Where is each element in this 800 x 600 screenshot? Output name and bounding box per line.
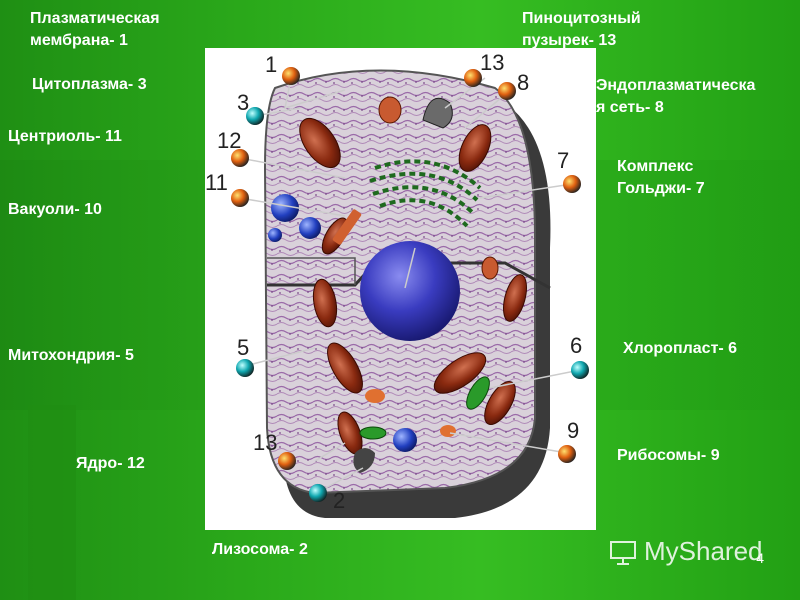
svg-text:9: 9	[567, 418, 579, 443]
marker-5: 5	[236, 335, 254, 377]
background-strip	[28, 405, 76, 600]
nucleus-shape	[360, 241, 460, 341]
chloroplast-shape	[359, 426, 387, 440]
marker-3: 3	[237, 90, 264, 125]
lysosome-shape	[353, 448, 375, 473]
marker-10: 11	[205, 170, 249, 207]
svg-text:11: 11	[205, 170, 228, 195]
pinocytic-vesicle-shape	[422, 97, 453, 129]
label-lysosome: Лизосома- 2	[212, 541, 308, 558]
label-ribosomes: Рибосомы- 9	[617, 447, 720, 464]
marker-2: 2	[309, 484, 345, 513]
marker-13-text: 13	[480, 50, 504, 75]
vacuole-shape	[271, 194, 299, 222]
svg-text:7: 7	[557, 148, 569, 173]
marker-13: 13 13	[464, 50, 504, 87]
svg-text:2: 2	[333, 488, 345, 513]
centriole-shape	[332, 209, 362, 245]
small-organelle	[378, 96, 402, 124]
svg-text:6: 6	[570, 333, 582, 358]
cell-illustration: 1 3 12 11 5 13 2 13 13	[205, 50, 589, 518]
marker-9: 9	[558, 418, 579, 463]
marker-6: 6	[570, 333, 589, 379]
mitochondria-group	[299, 118, 527, 455]
svg-text:1: 1	[265, 52, 277, 77]
label-cytoplasm: Цитоплазма- 3	[32, 76, 147, 93]
svg-text:3: 3	[237, 90, 249, 115]
label-nucleus: Ядро- 12	[76, 455, 145, 472]
label-centriole: Центриоль- 11	[8, 128, 122, 145]
label-vacuoles: Вакуоли- 10	[8, 201, 102, 218]
marker-12: 13	[253, 430, 296, 470]
svg-text:13: 13	[253, 430, 277, 455]
svg-text:5: 5	[237, 335, 249, 360]
svg-text:12: 12	[217, 128, 241, 153]
golgi-apparatus	[369, 159, 482, 228]
presentation-icon	[608, 540, 638, 566]
marker-1: 1	[265, 52, 300, 85]
cell-diagram: 1 3 12 11 5 13 2 13 13	[205, 48, 596, 530]
watermark: MyShared	[608, 536, 763, 567]
marker-7: 7	[557, 148, 581, 193]
label-mitochondria: Митохондрия- 5	[8, 347, 134, 364]
marker-8: 8	[498, 70, 529, 100]
page-number: 4	[756, 550, 764, 566]
svg-text:8: 8	[517, 70, 529, 95]
watermark-text: MyShared	[644, 536, 763, 566]
label-chloroplast: Хлоропласт- 6	[623, 340, 738, 357]
marker-11: 12	[217, 128, 249, 167]
